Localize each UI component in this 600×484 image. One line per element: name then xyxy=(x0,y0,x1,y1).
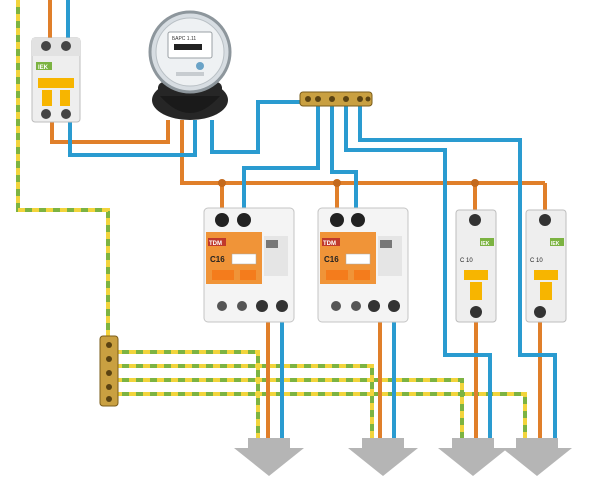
rcbo-1-handle[interactable] xyxy=(212,270,234,280)
main-breaker[interactable]: IEK xyxy=(31,37,81,123)
neutral-bus-to-mcb2 xyxy=(358,105,557,440)
rcbo-2-test-button[interactable] xyxy=(380,240,392,248)
down-arrow-icon xyxy=(234,438,304,476)
neutral-busbar xyxy=(299,91,373,107)
mcb-1[interactable]: IEK C 10 xyxy=(455,209,497,323)
main-breaker-brand-icon xyxy=(36,62,52,70)
earth-branch-2 xyxy=(115,364,374,440)
phase-meter-output xyxy=(180,120,545,185)
meter-display-label: БАРС 1.11 xyxy=(172,36,196,42)
mcb-1-rating: C 10 xyxy=(460,258,473,264)
main-breaker-handle[interactable] xyxy=(38,78,74,88)
mcb-2-brand: IEK xyxy=(551,241,560,247)
mcb-2-rating: C 10 xyxy=(530,258,543,264)
down-arrow-icon xyxy=(438,438,508,476)
neutral-bus-to-rcbo1 xyxy=(242,105,320,208)
electricity-meter: БАРС 1.11 xyxy=(148,10,232,120)
earth-main-wire-stripe xyxy=(16,0,110,340)
phase-junctions xyxy=(218,179,479,187)
earth-branch-3 xyxy=(115,378,464,440)
neutral-breaker-to-meter xyxy=(68,120,197,157)
neutral-bus-to-mcb1 xyxy=(344,105,492,440)
neutral-meter-to-bus xyxy=(210,100,302,154)
outlet-arrows xyxy=(234,438,572,476)
earth-wires xyxy=(16,0,527,440)
rcbo-2-brand: TDM xyxy=(323,241,336,247)
rcbo-1-brand: TDM xyxy=(209,241,222,247)
rcbo-1-test-button[interactable] xyxy=(266,240,278,248)
down-arrow-icon xyxy=(502,438,572,476)
earth-busbar xyxy=(99,335,119,407)
mcb-2[interactable]: IEK C 10 xyxy=(525,209,567,323)
mcb-2-handle[interactable] xyxy=(534,270,558,280)
neutral-wires xyxy=(66,0,557,440)
rcbo-1-rating: C16 xyxy=(210,255,225,264)
rcbo-2-handle[interactable] xyxy=(326,270,348,280)
rcbo-2-rating: C16 xyxy=(324,255,339,264)
main-breaker-brand: IEK xyxy=(38,65,49,71)
phase-breaker-to-meter xyxy=(50,120,170,144)
rcbo-2[interactable]: TDM C16 xyxy=(317,207,409,323)
meter-disc-icon xyxy=(196,62,204,70)
mcb-1-handle[interactable] xyxy=(464,270,488,280)
phase-wires xyxy=(48,0,547,440)
down-arrow-icon xyxy=(348,438,418,476)
mcb-1-brand: IEK xyxy=(481,241,490,247)
neutral-bus-to-rcbo2 xyxy=(330,105,358,208)
rcbo-1[interactable]: TDM C16 xyxy=(203,207,295,323)
